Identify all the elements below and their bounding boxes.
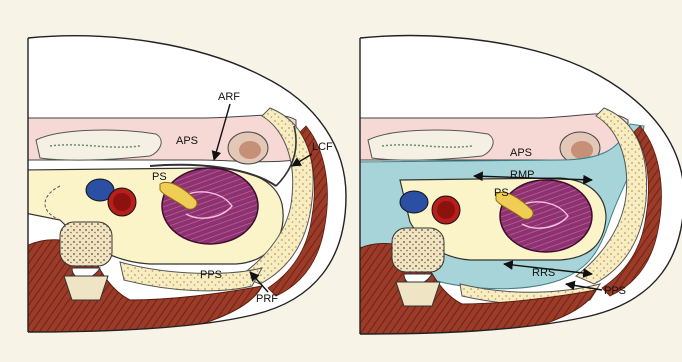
right-kidney: [500, 180, 592, 252]
right-label-aps: APS: [510, 147, 532, 159]
right-label-ps: PS: [494, 187, 509, 199]
right-label-pps: PPS: [604, 285, 626, 297]
left-vertebra: [60, 222, 112, 300]
right-label-rmp: RMP: [510, 169, 534, 181]
left-label-ps: PS: [152, 171, 167, 183]
left-label-lcf: LCF: [312, 141, 333, 153]
left-label-arf: ARF: [218, 91, 240, 103]
right-ivc: [400, 191, 428, 213]
left-kidney: [162, 168, 258, 244]
left-label-aps: APS: [176, 135, 198, 147]
left-label-pps: PPS: [200, 269, 222, 281]
right-vertebra: [392, 228, 444, 306]
left-label-prf: PRF: [256, 293, 278, 305]
right-panel: APS PS RMP RRS PPS: [352, 22, 682, 344]
left-panel: APS PS PPS ARF LCF PRF: [20, 22, 350, 344]
